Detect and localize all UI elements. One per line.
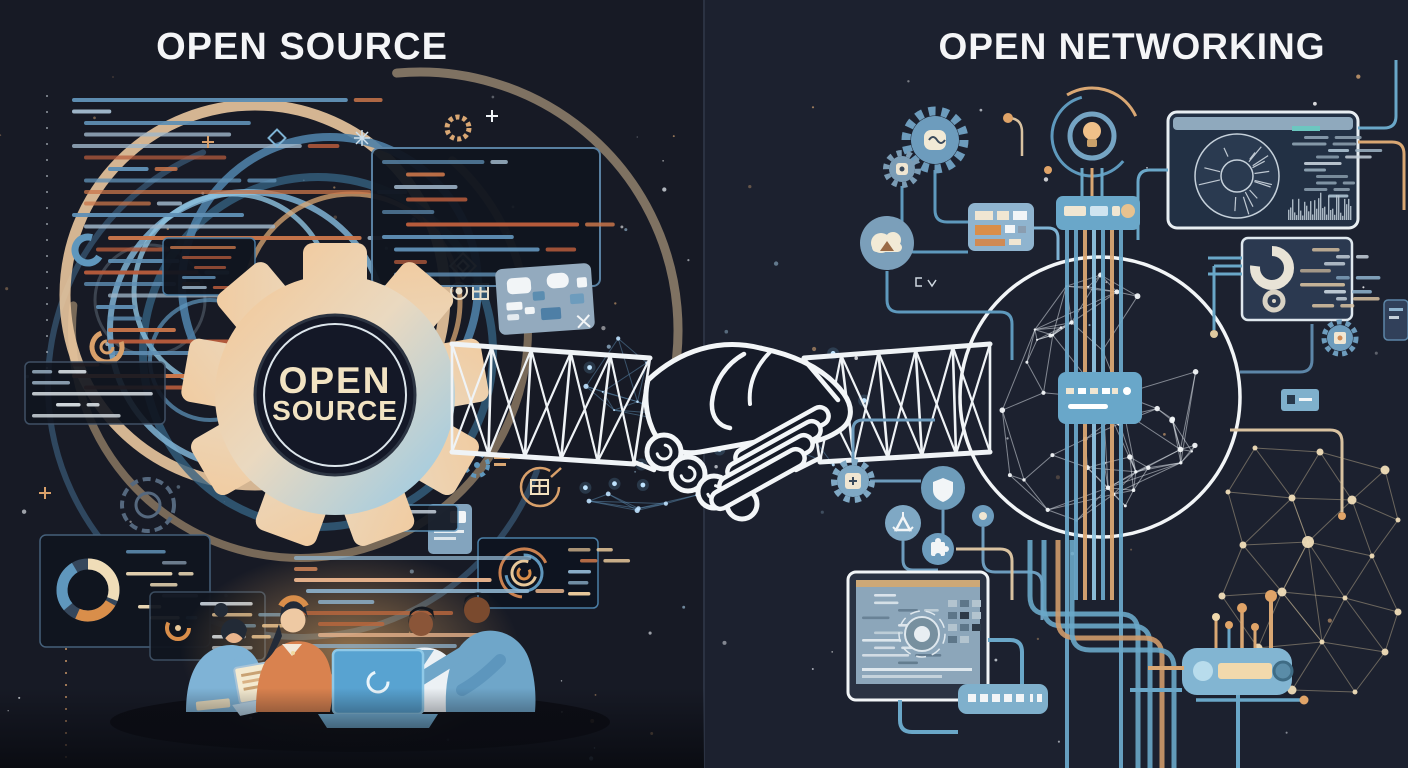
puzzle-icon	[922, 533, 954, 565]
wireframe-handshake	[449, 336, 993, 522]
bracket-icon	[915, 277, 937, 288]
label-card	[1281, 389, 1319, 411]
recycle-icon	[885, 505, 921, 541]
gear-icon	[883, 150, 921, 188]
blocks-card	[968, 203, 1034, 251]
gear-label-line1: OPEN	[278, 360, 392, 402]
network-globe	[958, 255, 1242, 539]
right-title: OPEN NETWORKING	[938, 26, 1326, 67]
dot-badge-icon	[972, 505, 994, 527]
shield-icon	[921, 466, 965, 510]
diamond-icon	[267, 128, 287, 148]
plus-icon	[202, 136, 214, 148]
globe-mesh	[999, 272, 1199, 522]
chip-switch-center	[1058, 372, 1142, 424]
gear-badge-icon	[831, 459, 875, 503]
plus-icon	[39, 487, 51, 499]
gear-emblem	[181, 243, 489, 546]
copyright-icon	[71, 233, 105, 267]
clasped-hands	[631, 342, 853, 522]
monitor-traces	[898, 638, 1024, 734]
bar-chart	[1288, 192, 1352, 220]
port-switch	[958, 684, 1048, 714]
left-title: OPEN SOURCE	[156, 26, 448, 68]
code-panel	[24, 361, 166, 425]
sparkle-icon	[354, 130, 370, 146]
collaborating-developers	[0, 550, 704, 768]
chip-switch-top	[1056, 196, 1140, 230]
router-device	[1130, 590, 1309, 768]
donut-chart-screen	[1208, 236, 1381, 338]
dashboard-screen	[1166, 110, 1383, 230]
donut-chart	[1250, 246, 1294, 290]
component-board-card	[495, 263, 595, 335]
gear-label: OPEN SOURCE	[272, 360, 398, 427]
code-panel	[371, 147, 615, 287]
gear-icon	[1321, 319, 1359, 357]
donut-segment	[56, 558, 120, 622]
edge-card	[1383, 299, 1408, 341]
donut-segment	[56, 558, 120, 622]
radial-chart	[1194, 133, 1280, 219]
copyright-icon	[89, 329, 125, 365]
cloud-icon	[860, 216, 914, 270]
window-grid-icon	[519, 466, 562, 508]
bend-traces	[1027, 540, 1177, 768]
right-edge-traces	[1136, 60, 1406, 520]
gear-outline-icon	[120, 477, 176, 533]
gear-icon	[901, 106, 969, 174]
gear-icon	[444, 114, 472, 142]
plus-icon	[486, 110, 498, 122]
right-arm-truss	[801, 341, 993, 465]
lightbulb-icon	[1042, 86, 1142, 186]
monitor-screen	[846, 570, 990, 702]
gear-label-line2: SOURCE	[272, 395, 398, 427]
mid-icon-cluster	[831, 418, 1044, 620]
right-icon-cluster	[860, 106, 1060, 360]
code-panel	[162, 237, 256, 296]
donut-segment	[56, 558, 120, 622]
left-arm-truss	[449, 341, 653, 467]
